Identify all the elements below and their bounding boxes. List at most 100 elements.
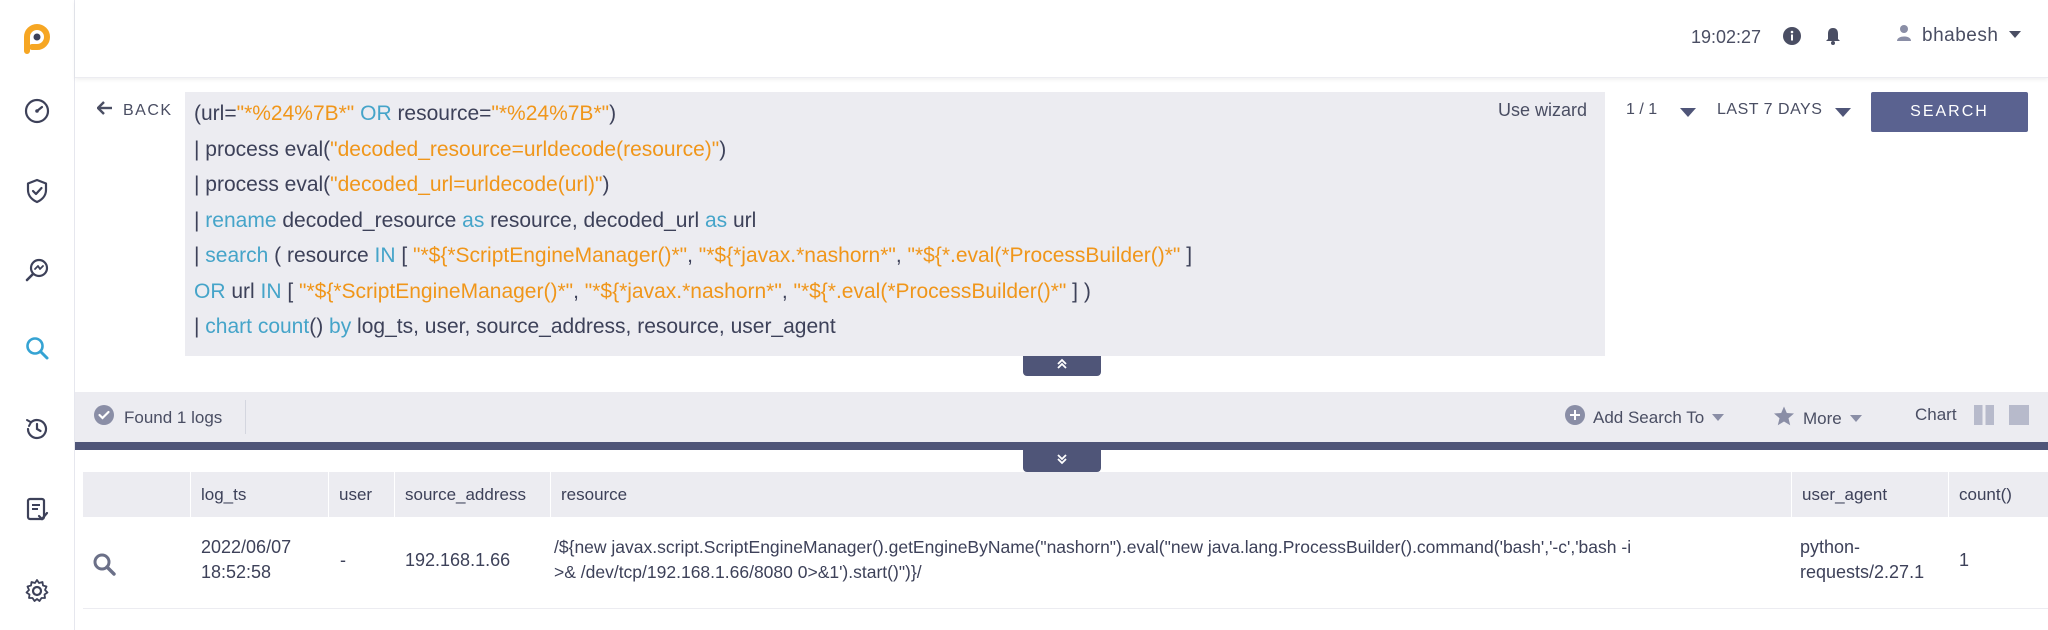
query-text[interactable]: (url="*%24%7B*" OR resource="*%24%7B*")|… — [194, 96, 1192, 345]
query-token: [ — [281, 279, 300, 303]
query-token: resource, decoded_url — [484, 208, 705, 232]
back-button[interactable]: BACK — [96, 101, 173, 120]
bell-icon[interactable] — [1823, 26, 1845, 48]
query-token: OR — [360, 102, 392, 125]
query-token: "*${*javax.*nashorn*" — [584, 279, 782, 303]
dashboard-gauge-icon[interactable] — [22, 96, 52, 126]
query-line: | chart count() by log_ts, user, source_… — [194, 309, 1192, 345]
report-doc-icon[interactable] — [22, 494, 52, 524]
more-label: More — [1803, 408, 1842, 428]
column-header-user[interactable]: user — [328, 472, 394, 517]
query-token: resource= — [391, 102, 492, 125]
search-button[interactable]: SEARCH — [1871, 92, 2028, 132]
history-clock-icon[interactable] — [22, 414, 52, 444]
query-token: log_ts, user, source_address, resource, … — [351, 315, 836, 338]
column-header-log-ts[interactable]: log_ts — [190, 472, 328, 517]
cell-log-ts: 2022/06/07 18:52:58 — [201, 535, 291, 585]
query-token: (url= — [194, 102, 237, 125]
logpoint-logo[interactable] — [21, 23, 53, 55]
collapse-query-button[interactable] — [1023, 356, 1101, 376]
cell-log-ts-date: 2022/06/07 — [201, 537, 292, 557]
cell-user: - — [340, 550, 346, 570]
query-token: by — [329, 315, 352, 338]
query-token: | process eval( — [194, 137, 331, 161]
chevron-down-icon — [1712, 414, 1725, 421]
query-token: rename — [205, 208, 277, 232]
query-token: , — [687, 244, 699, 267]
shield-check-icon[interactable] — [22, 176, 52, 206]
clock: 19:02:27 — [1691, 27, 1762, 47]
query-token: "decoded_resource=urldecode(resource)" — [330, 137, 720, 161]
query-token: "*%24%7B*" — [236, 102, 355, 125]
query-token: decoded_resource — [276, 208, 463, 232]
username: bhabesh — [1922, 24, 1999, 46]
query-token: () — [309, 315, 330, 338]
query-line: | rename decoded_resource as resource, d… — [194, 203, 1192, 239]
row-search-icon[interactable] — [92, 552, 116, 583]
info-icon[interactable] — [1782, 26, 1804, 48]
query-token: | — [194, 244, 206, 267]
chart-label: Chart — [1915, 405, 1957, 425]
search-icon[interactable] — [22, 333, 52, 363]
page-indicator: 1 / 1 — [1626, 101, 1658, 118]
add-search-to-button[interactable]: Add Search To — [1565, 405, 1725, 430]
query-token: "*${*javax.*nashorn*" — [698, 244, 896, 267]
query-line: (url="*%24%7B*" OR resource="*%24%7B*") — [194, 96, 1192, 132]
cell-count: 1 — [1959, 550, 1970, 570]
column-header-source-address[interactable]: source_address — [394, 472, 544, 517]
search-analytics-icon[interactable] — [22, 255, 52, 285]
query-token: , — [895, 244, 908, 267]
expand-query-button[interactable] — [1023, 450, 1101, 472]
chevron-down-icon — [1849, 415, 1862, 422]
query-token: "*${*ScriptEngineManager()*" — [299, 279, 574, 303]
query-token: OR — [194, 279, 226, 303]
results-toolbar — [75, 392, 2048, 442]
column-header-count[interactable]: count() — [1948, 472, 2040, 517]
table-row[interactable] — [83, 517, 2048, 609]
column-header-user-agent[interactable]: user_agent — [1791, 472, 1948, 517]
chart-label-text: Chart — [1915, 405, 1957, 424]
chevron-down-icon — [2008, 27, 2022, 45]
query-token: "*${*.eval(*ProcessBuilder()*" — [907, 244, 1181, 267]
double-chevron-up-icon — [1056, 357, 1068, 375]
query-token: url — [727, 208, 757, 232]
query-token: "*${*ScriptEngineManager()*" — [413, 244, 688, 267]
pager-dropdown-icon[interactable] — [1680, 108, 1696, 117]
query-token: ] — [1180, 244, 1193, 267]
user-icon — [1896, 24, 1912, 47]
gear-icon[interactable] — [22, 576, 52, 606]
query-token: "*${*.eval(*ProcessBuilder()*" — [793, 279, 1067, 303]
cell-source-address: 192.168.1.66 — [405, 550, 511, 570]
cell-log-ts-time: 18:52:58 — [201, 562, 272, 582]
split-view-icon[interactable] — [1974, 405, 1994, 425]
full-view-icon[interactable] — [2009, 405, 2029, 425]
query-editor[interactable]: (url="*%24%7B*" OR resource="*%24%7B*")|… — [185, 92, 1605, 356]
cell-resource: /${new javax.script.ScriptEngineManager(… — [554, 535, 1631, 585]
add-search-label: Add Search To — [1593, 407, 1705, 427]
time-range-dropdown-icon[interactable] — [1835, 108, 1851, 117]
query-token: , — [573, 279, 585, 303]
query-token: IN — [260, 279, 282, 303]
time-range-select[interactable]: LAST 7 DAYS — [1717, 101, 1823, 118]
query-token: | process eval( — [194, 173, 331, 196]
query-line: | process eval("decoded_url=urldecode(ur… — [194, 167, 1192, 203]
query-token: as — [704, 208, 728, 232]
use-wizard-link[interactable]: Use wizard — [1498, 100, 1588, 120]
table-header — [83, 472, 2048, 517]
more-button[interactable]: More — [1773, 405, 1862, 432]
query-token: [ — [395, 244, 414, 267]
user-menu[interactable]: bhabesh — [1896, 24, 2022, 47]
arrow-left-icon — [96, 101, 113, 120]
divider — [245, 400, 246, 434]
cell-user-agent-line2: requests/2.27.1 — [1800, 562, 1925, 582]
star-icon — [1773, 405, 1795, 432]
plus-circle-icon — [1565, 405, 1585, 430]
check-circle-icon — [94, 405, 114, 430]
back-label: BACK — [123, 101, 173, 119]
top-bar — [75, 0, 2048, 78]
found-label: Found 1 logs — [124, 407, 223, 427]
query-token: count — [257, 315, 310, 338]
cell-resource-line1: /${new javax.script.ScriptEngineManager(… — [554, 537, 1632, 557]
column-header-resource[interactable]: resource — [550, 472, 1790, 517]
query-token: ( resource — [268, 244, 375, 267]
